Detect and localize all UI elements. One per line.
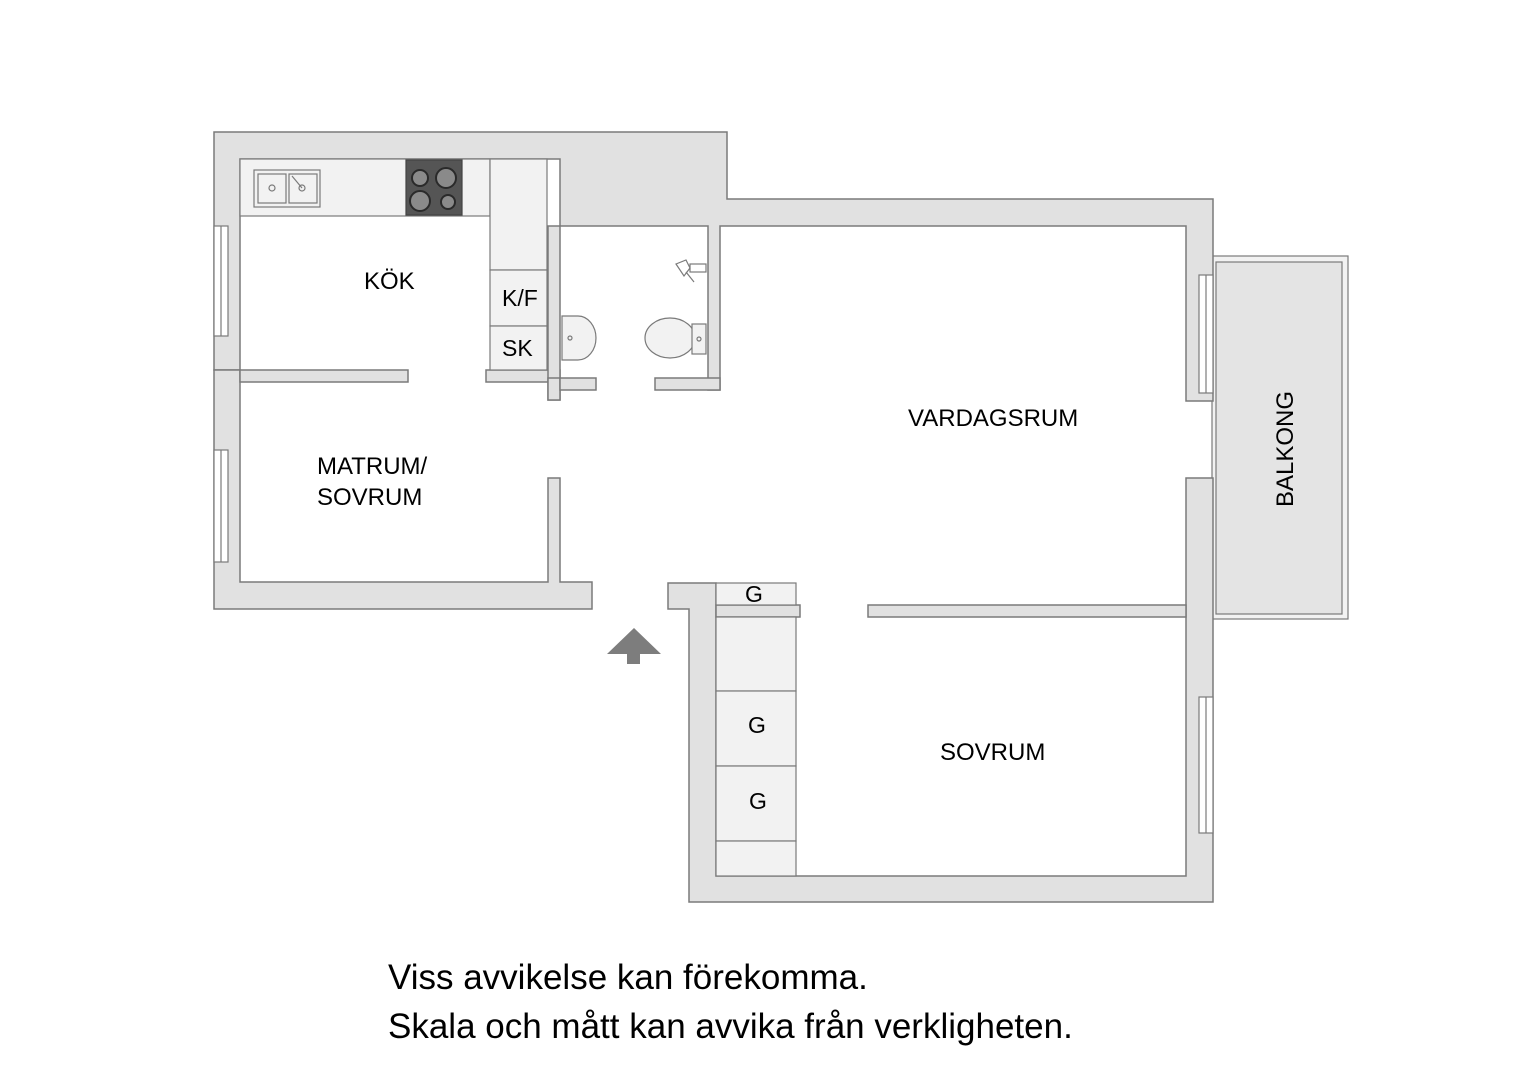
window-bedroom [1198, 696, 1214, 834]
washbasin-icon [561, 315, 597, 361]
window-kitchen [213, 225, 229, 337]
wardrobes [715, 582, 797, 877]
fridge-freezer [489, 269, 548, 327]
label-cabinet: SK [502, 335, 533, 361]
room-label-living: VARDAGSRUM [908, 405, 1078, 432]
toilet-icon [644, 317, 707, 359]
cabinet [489, 325, 548, 371]
balcony [1211, 255, 1349, 620]
walls [213, 131, 1214, 903]
bathroom-fixtures [561, 259, 707, 361]
kitchen-fixtures [239, 158, 548, 371]
windows [213, 225, 1214, 834]
floor-plan: KÖK MATRUM/ SOVRUM VARDAGSRUM SOVRUM BAL… [213, 131, 1349, 903]
label-wardrobe-middle: G [748, 712, 766, 738]
sink-icon [253, 169, 321, 208]
shower-icon [675, 259, 707, 283]
label-wardrobe-bottom: G [749, 788, 767, 814]
room-label-balcony: BALKONG [1272, 391, 1299, 507]
window-living [1198, 274, 1214, 394]
disclaimer-line-2: Skala och mått kan avvika från verklighe… [388, 1007, 1073, 1046]
room-label-dining-1: MATRUM/ [317, 453, 428, 480]
label-wardrobe-top: G [745, 581, 763, 607]
room-label-bedroom: SOVRUM [940, 739, 1045, 766]
room-label-kitchen: KÖK [364, 268, 415, 295]
entrance-arrow-icon [607, 628, 661, 664]
room-label-dining-2: SOVRUM [317, 484, 422, 511]
disclaimer-line-1: Viss avvikelse kan förekomma. [388, 958, 868, 997]
stove-icon [405, 159, 463, 216]
window-dining [213, 449, 229, 563]
label-fridge-freezer: K/F [502, 285, 538, 311]
